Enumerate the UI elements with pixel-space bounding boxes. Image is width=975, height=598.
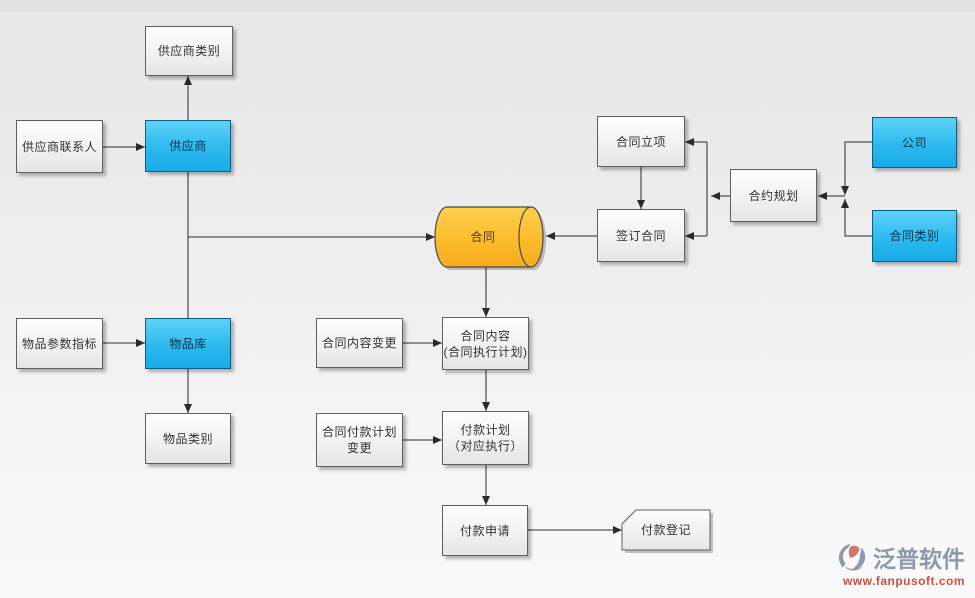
- node-label: 合同内容: [460, 328, 511, 343]
- node-label: 付款登记: [640, 523, 691, 537]
- node-label: 签订合同: [615, 228, 666, 243]
- node-contract-planning: 合约规划: [730, 169, 817, 222]
- node-label: 付款计划: [460, 423, 511, 437]
- node-payment-request: 付款申请: [442, 505, 528, 556]
- edge-contract-category-to-junction: [841, 199, 872, 237]
- node-supplier-contact: 供应商联系人: [16, 120, 103, 173]
- node-payment-register: 付款登记: [622, 510, 710, 550]
- node-label: 付款申请: [459, 523, 510, 538]
- node-label-line2: （对应执行）: [447, 439, 523, 453]
- brand-url: www.fanpusoft.com: [842, 574, 965, 588]
- node-contract: 合同: [435, 207, 531, 267]
- node-contract-signing: 签订合同: [597, 209, 685, 262]
- node-label: 合同类别: [889, 229, 940, 243]
- node-item-params: 物品参数指标: [16, 318, 103, 369]
- node-payment-plan-change: 合同付款计划 变更: [316, 413, 403, 467]
- node-payment-plan: 付款计划 （对应执行）: [442, 411, 529, 465]
- node-label: 供应商: [169, 139, 207, 153]
- watermark-logo: 泛普软件 www.fanpusoft.com: [839, 540, 965, 588]
- node-label: 合约规划: [748, 188, 799, 203]
- node-contract-initiation: 合同立项: [597, 116, 685, 167]
- node-company: 公司: [872, 117, 957, 168]
- contract-cylinder-shape: [434, 206, 546, 270]
- node-label: 合同付款计划: [321, 425, 397, 439]
- node-contract-content-change: 合同内容变更: [316, 318, 403, 368]
- brand-icon: [839, 543, 866, 571]
- cylinder-face-arc: [518, 206, 532, 268]
- node-label: 供应商联系人: [21, 139, 97, 154]
- node-label: 合同内容变更: [321, 336, 397, 350]
- node-label: 供应商类别: [157, 44, 221, 58]
- node-item-category: 物品类别: [145, 413, 231, 464]
- node-label: 合同: [470, 230, 496, 244]
- node-supplier: 供应商: [145, 120, 231, 172]
- node-label: 物品库: [169, 336, 207, 351]
- brand-row: 泛普软件: [839, 540, 965, 574]
- node-label: 物品参数指标: [21, 336, 97, 351]
- node-contract-content: 合同内容 (合同执行计划): [442, 317, 529, 370]
- brand-name: 泛普软件: [873, 546, 965, 572]
- node-label: 公司: [901, 135, 927, 150]
- card-body: [621, 509, 711, 551]
- node-contract-category: 合同类别: [872, 210, 957, 262]
- node-label-line2: (合同执行计划): [443, 344, 528, 359]
- node-label: 合同立项: [615, 134, 666, 149]
- node-supplier-category: 供应商类别: [145, 26, 233, 76]
- payment-register-card-shape: [621, 509, 713, 553]
- top-band: [0, 0, 975, 14]
- node-label: 物品类别: [162, 431, 213, 446]
- node-label-line2: 变更: [346, 441, 372, 455]
- edges: [103, 76, 872, 534]
- node-item-library: 物品库: [145, 318, 231, 369]
- edge-company-to-junction: [841, 141, 872, 195]
